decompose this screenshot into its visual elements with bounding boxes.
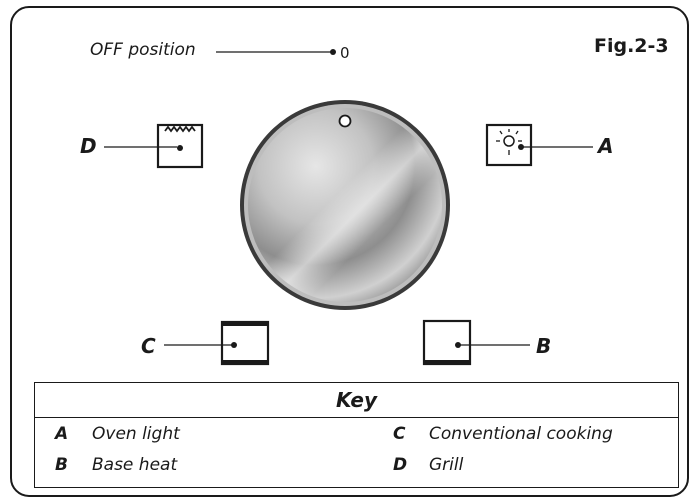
callout-b-label: B	[536, 334, 552, 358]
figure-number: Fig.2-3	[594, 35, 669, 57]
callout-c-label: C	[141, 334, 156, 358]
key-row: B Base heat D Grill	[35, 455, 678, 485]
oven-light-symbol-icon	[485, 123, 533, 167]
off-position-label: OFF position	[90, 40, 196, 60]
key-description: Base heat	[92, 455, 178, 475]
key-title: Key	[35, 383, 678, 418]
key-description: Oven light	[92, 424, 180, 444]
callout-d-label: D	[80, 134, 97, 158]
knob-indicator-dot	[338, 114, 352, 128]
key-description: Grill	[429, 455, 464, 475]
key-row: A Oven light C Conventional cooking	[35, 424, 678, 454]
control-knob	[240, 100, 450, 310]
outer-border	[10, 6, 689, 497]
conventional-cooking-symbol-icon	[220, 320, 270, 366]
key-description: Conventional cooking	[429, 424, 613, 444]
off-position-value: 0	[340, 44, 350, 62]
key-table: Key A Oven light C Conventional cooking …	[34, 382, 679, 488]
key-letter: B	[55, 455, 68, 475]
key-letter: D	[393, 455, 408, 475]
grill-symbol-icon	[156, 123, 204, 169]
key-letter: A	[55, 424, 69, 444]
callout-a-label: A	[598, 134, 614, 158]
key-letter: C	[393, 424, 406, 444]
off-position-dot	[330, 49, 336, 55]
base-heat-symbol-icon	[422, 319, 472, 366]
